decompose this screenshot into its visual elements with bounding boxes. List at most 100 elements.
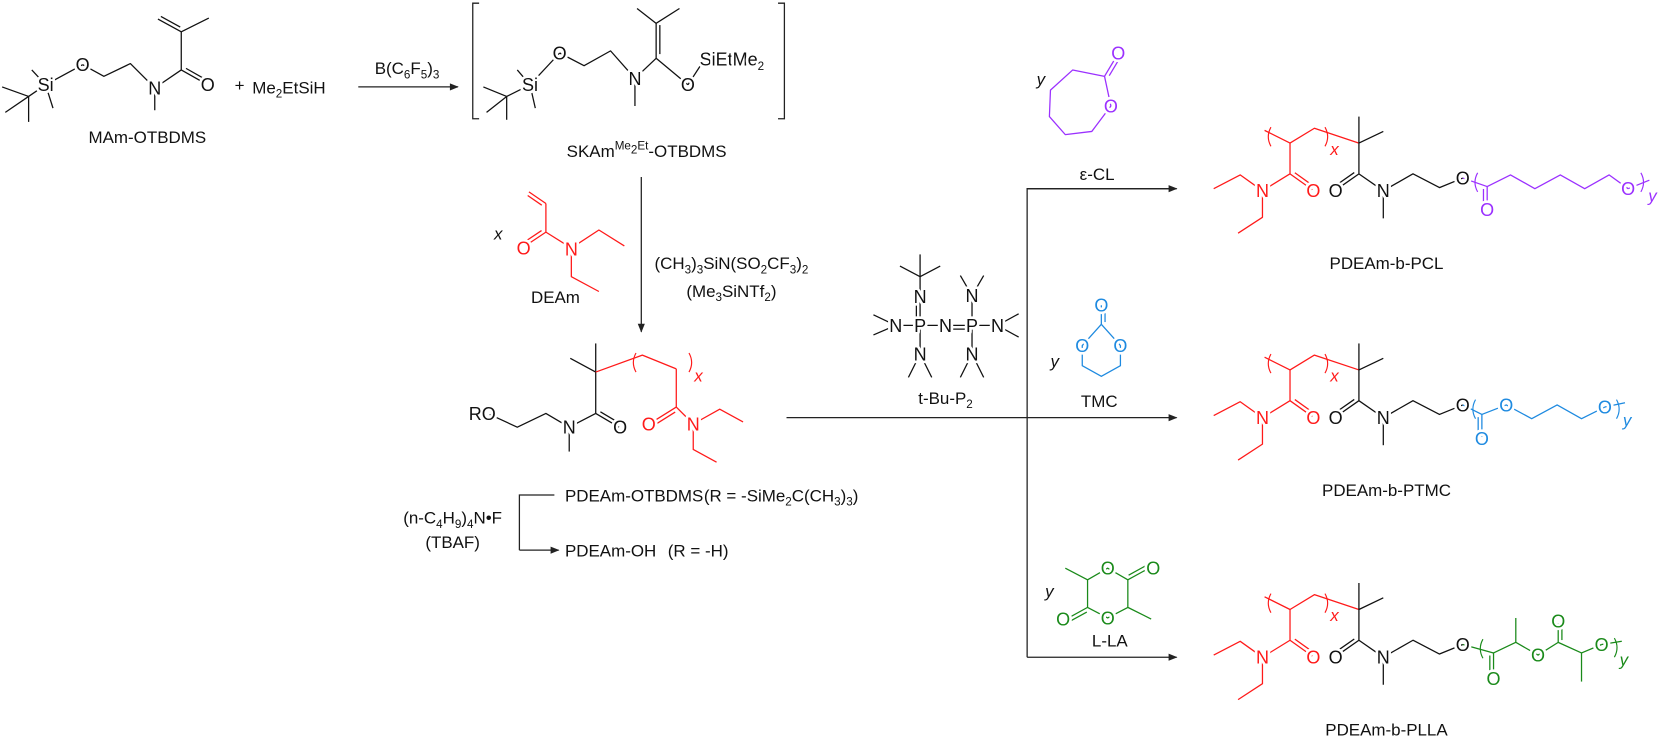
tmc-label: TMC [1081,392,1118,411]
bond [919,353,933,378]
bond [971,275,985,297]
double-bond [185,67,207,81]
repeat-bracket-close [1324,593,1329,613]
bond [873,324,896,336]
double-bond [528,191,547,205]
atom-n: N [1256,408,1269,428]
bond [1,86,29,98]
double-bond [1294,638,1314,653]
atom-n: N [148,78,161,98]
double-bond [526,231,547,246]
atom-o: O [1306,181,1320,201]
atom-o: O [1531,645,1545,665]
bond [1493,641,1602,656]
atom-o: O [553,43,567,63]
bond [1358,597,1384,611]
atom-n: N [914,287,927,307]
bond [559,50,636,79]
atom-o: O [1113,336,1127,356]
double-bond [157,18,182,33]
atom-o: O [1551,612,1565,632]
atom-n: N [1256,648,1269,668]
bond [1048,69,1112,136]
repeat-bracket-open [1474,172,1479,193]
bond [154,69,182,89]
bond [516,69,531,86]
bond [899,265,921,278]
tbaf-abbrev: (TBAF) [425,533,480,552]
bond [529,84,536,109]
bond [1601,640,1622,646]
bond [971,353,985,378]
tmsntf2-abbrev: (Me3SiNTf2) [686,282,776,304]
bond [545,231,572,249]
pdeam-oh-r-definition: (R = -H) [668,542,729,561]
atom-o: O [681,75,695,95]
silyl-group-label: SiEtMe2 [700,50,765,73]
atom-o: O [1075,336,1089,356]
atom-o: O [1094,296,1108,316]
bond [570,248,600,293]
block-repeat-x: x [1329,606,1339,625]
atom-o: O [76,55,90,75]
bond [1081,323,1122,377]
pdeam-b-ptmc-label: PDEAm-b-PTMC [1322,481,1451,500]
pdeam-otbdms-r-definition: (R = -SiMe2C(CH3)3) [704,486,859,508]
deam-repeat-x: x [493,225,503,244]
atom-o: O [1499,395,1513,415]
repeat-bracket-open [1479,638,1484,659]
bond [1213,640,1263,658]
atom-o: O [1456,635,1470,655]
atom-p: P [914,316,926,336]
bond [959,275,973,297]
block-repeat-x: x [1329,367,1339,386]
bond [1262,639,1291,658]
atom-o: O [1056,609,1070,629]
double-bond [1336,398,1355,413]
double-bond [527,194,543,206]
bond [1358,173,1384,192]
repeat-bracket-close [1640,172,1645,193]
repeat-bracket-close [1324,353,1329,374]
atom-n: N [889,316,902,336]
repeat-bracket-close [1615,399,1620,419]
double-bond [650,406,677,424]
atom-o: O [1329,181,1343,201]
bond [506,84,531,98]
double-bond [1289,639,1313,657]
atom-n: N [991,316,1004,336]
bond [919,265,941,278]
atom-n: N [687,414,700,434]
bond [1481,404,1606,420]
atom-o: O [1104,96,1118,116]
atom-o: O [517,238,531,258]
atom-si: Si [522,75,538,95]
arrow-deprotection-bracket [518,494,555,551]
bond [1213,401,1263,419]
bond [1358,400,1384,419]
plla-repeat-y: y [1619,651,1630,670]
atom-o: O [1475,429,1489,449]
atom-n: N [565,239,578,259]
pdeam-b-pcl-label: PDEAm-b-PCL [1330,254,1444,273]
bracket-left [472,2,480,120]
atom-n: N [1377,408,1390,428]
bond [1358,130,1384,144]
bond [1486,174,1629,190]
atom-o: O [1456,168,1470,188]
double-bond [1294,399,1314,414]
bond [1382,639,1464,658]
bond [636,7,657,24]
bond [1264,354,1360,371]
bond [1264,594,1360,611]
double-bond [525,230,542,242]
bond [907,353,921,378]
repeat-bracket-open [632,352,637,373]
double-bond [1337,639,1360,656]
atom-p: P [966,316,978,336]
bond [570,229,625,249]
atom-o: O [1487,669,1501,689]
atom-o: O [1101,608,1115,628]
bond [692,408,744,425]
ecl-repeat-y: y [1036,70,1047,89]
